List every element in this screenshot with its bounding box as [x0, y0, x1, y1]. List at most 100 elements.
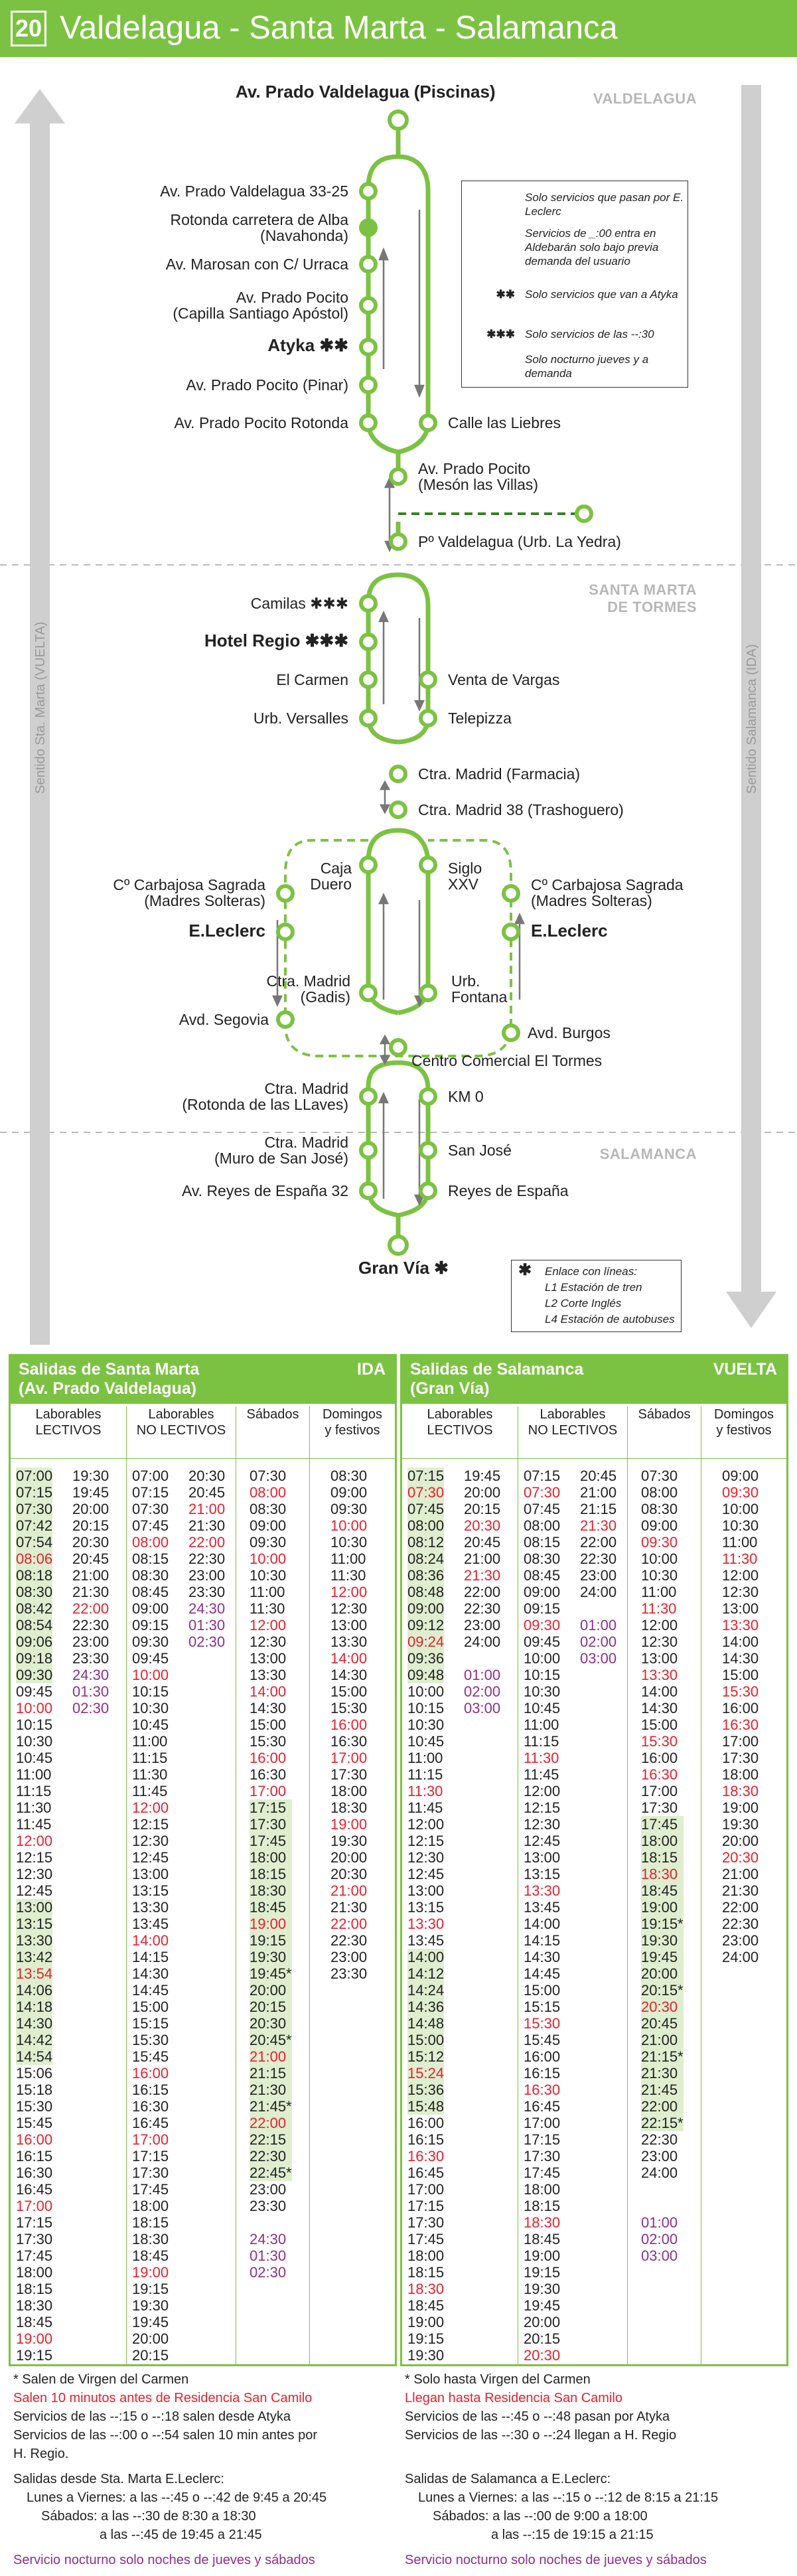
departure-time: 23:00	[250, 2181, 287, 2198]
departure-time: 14:45	[524, 1965, 561, 1982]
departure-time: 02:00	[641, 2231, 678, 2247]
departure-time: 17:30	[330, 1766, 368, 1783]
departure-time: 07:54	[16, 1534, 53, 1551]
stop-label: Pº Valdelagua (Urb. La Yedra)	[418, 533, 621, 550]
departure-time: 10:45	[16, 1750, 53, 1766]
stop-label: Av. Prado Pocito(Capilla Santiago Apósto…	[100, 289, 348, 321]
departure-time: 17:45	[524, 2164, 561, 2181]
departure-time: 20:00	[464, 1484, 501, 1501]
departure-time: 14:30	[330, 1667, 368, 1683]
route-header: 20 Valdelagua - Santa Marta - Salamanca	[0, 0, 797, 57]
departure-time: 17:00	[132, 2131, 169, 2148]
departure-time: 19:15	[524, 2264, 561, 2281]
departure-time: 24:30	[188, 1600, 226, 1617]
departure-time: 13:00	[524, 1849, 561, 1866]
timetable-title: Salidas de Santa Marta(Av. Prado Valdela…	[19, 1360, 199, 1399]
departure-time: 19:15	[250, 1932, 292, 1949]
departure-time: 22:00	[722, 1899, 759, 1916]
departure-time: 14:12	[407, 1965, 445, 1982]
departure-time: 19:00	[250, 1916, 292, 1932]
links-item: L2 Corte Inglés	[545, 1297, 622, 1310]
departure-time: 14:30	[722, 1650, 759, 1667]
column-header: Sábados	[236, 1406, 309, 1459]
departure-time: 20:30	[464, 1517, 501, 1534]
departure-time: 21:30	[250, 2082, 292, 2098]
departure-time: 19:45	[641, 1949, 684, 1965]
departure-time: 24:00	[464, 1633, 501, 1650]
departure-time: 14:30	[250, 1700, 287, 1716]
departure-time: 01:00	[464, 1667, 501, 1683]
stop-label-line: Cº Carbajosa Sagrada	[531, 876, 684, 893]
departure-time: 12:30	[641, 1633, 678, 1650]
departure-time: 18:30	[524, 2214, 561, 2231]
departure-time: 10:30	[722, 1517, 759, 1534]
departure-time: 09:00	[330, 1484, 368, 1501]
departure-time: 09:45	[132, 1650, 169, 1667]
departure-time: 18:00	[16, 2264, 53, 2281]
map-legend: Solo servicios que pasan por E. Leclerc …	[461, 181, 688, 388]
note: Salen 10 minutos antes de Residencia San…	[13, 2391, 313, 2405]
departure-time: 13:15	[407, 1899, 445, 1916]
departure-time: 21:30	[464, 1567, 501, 1584]
departure-time: 07:30	[641, 1468, 678, 1484]
stop-label: Gran Vía ✱	[358, 1259, 449, 1276]
departure-time: 21:00	[464, 1551, 501, 1567]
legend-text: Solo servicios de las --:30	[525, 328, 654, 341]
departure-time: 13:30	[407, 1916, 445, 1932]
departure-time: 20:45	[72, 1551, 109, 1567]
stop-label: Av. Prado Pocito Rotonda	[174, 414, 348, 431]
departure-time: 18:15	[16, 2281, 53, 2297]
departure-time: 09:30	[524, 1617, 561, 1633]
asterisk-mark: ✱	[518, 1261, 532, 1279]
links-item: L4 Estación de autobuses	[545, 1313, 675, 1326]
asterisk-mark: ✱✱✱	[486, 328, 515, 341]
departure-time: 01:00	[641, 2214, 678, 2231]
departure-time: 20:15	[132, 2347, 169, 2364]
zone-label-line: SANTA MARTA	[589, 581, 697, 598]
departure-time: 17:00	[330, 1750, 368, 1766]
legend-text: Solo servicios que pasan por E. Leclerc	[525, 191, 684, 218]
departure-time: 15:30	[16, 2098, 53, 2115]
departure-time: 22:30	[722, 1916, 759, 1932]
column-header-text: Sábados	[628, 1406, 701, 1422]
note: Servicios de las --:15 o --:18 salen des…	[13, 2409, 291, 2424]
timetable-ida: Salidas de Santa Marta(Av. Prado Valdela…	[9, 1354, 397, 2366]
stop-label: Reyes de España	[448, 1182, 569, 1199]
departure-time: 02:00	[580, 1633, 617, 1650]
note: Salidas de Salamanca a E.Leclerc:	[405, 2472, 611, 2486]
departure-time: 17:30	[16, 2231, 53, 2247]
note: Llegan hasta Residencia San Camilo	[405, 2391, 622, 2405]
departure-time: 20:15*	[641, 1982, 684, 1999]
departure-time: 18:30	[407, 2281, 445, 2297]
stop-label-line: Av. Prado Pocito	[236, 289, 348, 306]
departure-time: 08:06	[16, 1551, 53, 1567]
route-title: Valdelagua - Santa Marta - Salamanca	[60, 10, 618, 46]
departure-time: 16:00	[330, 1716, 368, 1733]
stop-label: Ctra. Madrid(Rotonda de las LLaves)	[100, 1081, 348, 1112]
departure-time: 20:30	[722, 1849, 759, 1866]
departure-time: 07:42	[16, 1517, 53, 1534]
departure-time: 10:00	[16, 1700, 53, 1716]
note: Servicio nocturno solo noches de jueves …	[13, 2553, 315, 2567]
departure-time: 16:00	[722, 1700, 759, 1716]
stop-label-line: Ctra. Madrid	[264, 1080, 348, 1097]
departure-time: 14:15	[524, 1932, 561, 1949]
departure-time: 21:00	[72, 1567, 109, 1584]
stop-label: Cº Carbajosa Sagrada(Madres Solteras)	[531, 877, 684, 909]
departure-time: 18:30	[330, 1799, 368, 1816]
route-map: VALDELAGUA SANTA MARTA DE TORMES SALAMAN…	[0, 57, 797, 1345]
departure-time: 22:00	[641, 2098, 684, 2115]
departure-time: 21:00	[580, 1484, 617, 1501]
departure-time: 12:30	[16, 1866, 53, 1882]
departure-time: 15:06	[16, 2065, 53, 2082]
timetable-title: Salidas de Salamanca(Gran Vía)	[410, 1360, 583, 1399]
departure-time: 09:00	[722, 1468, 759, 1484]
departure-time: 08:15	[132, 1551, 169, 1567]
stop-label-line: Av. Prado Pocito	[418, 460, 531, 477]
stop-label: Centro Comercial El Tormes	[411, 1052, 603, 1069]
stop-markers	[276, 110, 593, 1256]
departure-time: 17:00	[16, 2198, 53, 2214]
departure-time: 18:45	[407, 2297, 445, 2314]
